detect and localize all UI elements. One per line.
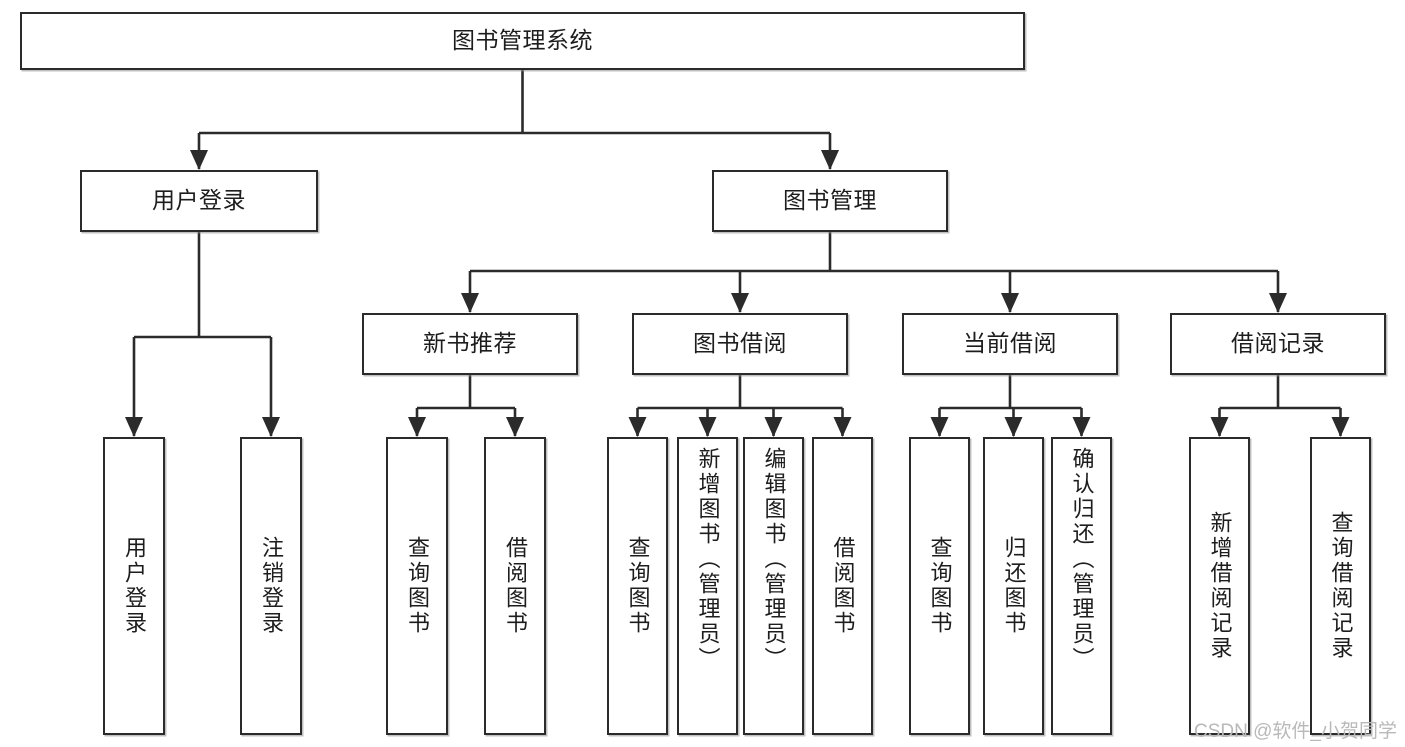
node-leaf-rec-borrow[interactable]: 借阅图书: [484, 437, 546, 735]
arrow-head: [628, 417, 647, 437]
node-label: 用户登录: [122, 536, 147, 636]
node-label: 归还图书: [1001, 536, 1027, 636]
arrow-head: [262, 417, 280, 437]
arrow-head: [1269, 293, 1287, 313]
node-leaf-cl-query[interactable]: 查询图书: [909, 437, 970, 735]
node-label: 确认归还（管理员）: [1069, 447, 1095, 672]
node-leaf-rec-query[interactable]: 查询图书: [386, 437, 448, 735]
node-leaf-cl-confirm[interactable]: 确认归还（管理员）: [1051, 437, 1112, 735]
node-l3-book-borrow[interactable]: 图书借阅: [632, 313, 848, 375]
node-label: 用户登录: [152, 187, 246, 214]
node-leaf-user-login[interactable]: 用户登录: [103, 437, 165, 735]
node-leaf-bb-edit[interactable]: 编辑图书（管理员）: [743, 437, 804, 735]
arrow-head: [506, 417, 524, 437]
node-label: 编辑图书（管理员）: [761, 447, 787, 672]
arrow-head: [408, 417, 426, 437]
node-label: 注销登录: [259, 536, 284, 636]
node-l3-loan-records[interactable]: 借阅记录: [1170, 313, 1386, 375]
arrow-head: [125, 417, 143, 437]
node-label: 图书借阅: [693, 330, 787, 357]
node-label: 查询图书: [625, 536, 651, 636]
node-leaf-bb-borrow[interactable]: 借阅图书: [812, 437, 873, 735]
node-leaf-lr-query[interactable]: 查询借阅记录: [1310, 437, 1371, 735]
arrow-head: [930, 417, 949, 437]
arrow-head: [190, 150, 208, 170]
arrow-head: [764, 417, 783, 437]
node-label: 图书管理系统: [452, 27, 593, 54]
node-root[interactable]: 图书管理系统: [20, 12, 1025, 70]
arrow-head: [1001, 293, 1019, 313]
node-leaf-lr-add[interactable]: 新增借阅记录: [1189, 437, 1250, 735]
node-l3-current-loans[interactable]: 当前借阅: [902, 313, 1118, 375]
node-label: 借阅图书: [503, 536, 528, 636]
node-leaf-user-logout[interactable]: 注销登录: [240, 437, 302, 735]
node-label: 新增图书（管理员）: [695, 447, 721, 672]
arrow-head: [1210, 417, 1229, 437]
node-l2-user-login[interactable]: 用户登录: [80, 170, 318, 232]
node-leaf-cl-return[interactable]: 归还图书: [983, 437, 1044, 735]
arrow-head: [698, 417, 717, 437]
node-label: 查询图书: [405, 536, 430, 636]
watermark-label: CSDN @软件_小贺同学: [1194, 721, 1397, 742]
node-label: 查询借阅记录: [1328, 511, 1354, 661]
node-label: 借阅图书: [830, 536, 856, 636]
arrow-head: [833, 417, 852, 437]
arrow-head: [1331, 417, 1350, 437]
node-label: 当前借阅: [963, 330, 1057, 357]
node-label: 新书推荐: [423, 330, 517, 357]
node-label: 查询图书: [927, 536, 953, 636]
node-label: 新增借阅记录: [1207, 511, 1233, 661]
node-leaf-bb-add[interactable]: 新增图书（管理员）: [677, 437, 738, 735]
arrow-head: [1072, 417, 1091, 437]
arrow-head: [1004, 417, 1023, 437]
node-label: 借阅记录: [1231, 330, 1325, 357]
node-leaf-bb-query[interactable]: 查询图书: [607, 437, 668, 735]
node-l2-book-manage[interactable]: 图书管理: [712, 170, 948, 232]
arrow-head: [731, 293, 749, 313]
node-l3-new-book-rec[interactable]: 新书推荐: [362, 313, 578, 375]
node-label: 图书管理: [783, 187, 877, 214]
arrow-head: [461, 293, 479, 313]
arrow-head: [821, 150, 839, 170]
